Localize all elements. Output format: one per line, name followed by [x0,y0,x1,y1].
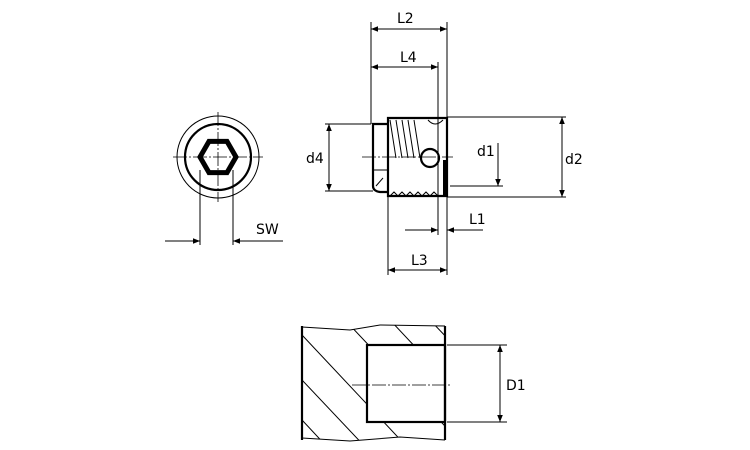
label-l2: L2 [397,11,414,27]
label-l1: L1 [469,212,486,228]
side-view: L2 L4 d4 d1 d2 L1 L3 [306,11,583,275]
bore [365,343,447,424]
section-view: D1 [300,324,526,442]
collar [371,122,388,194]
hatching [302,325,445,441]
cross-hole [419,147,441,169]
label-l4: L4 [400,50,417,66]
label-d2: d2 [565,152,583,168]
front-view: SW [165,112,283,245]
label-d1: d1 [477,144,495,160]
label-sw: SW [256,222,279,238]
label-D1: D1 [506,378,526,394]
label-l3: L3 [411,253,428,269]
label-d4: d4 [306,151,324,167]
